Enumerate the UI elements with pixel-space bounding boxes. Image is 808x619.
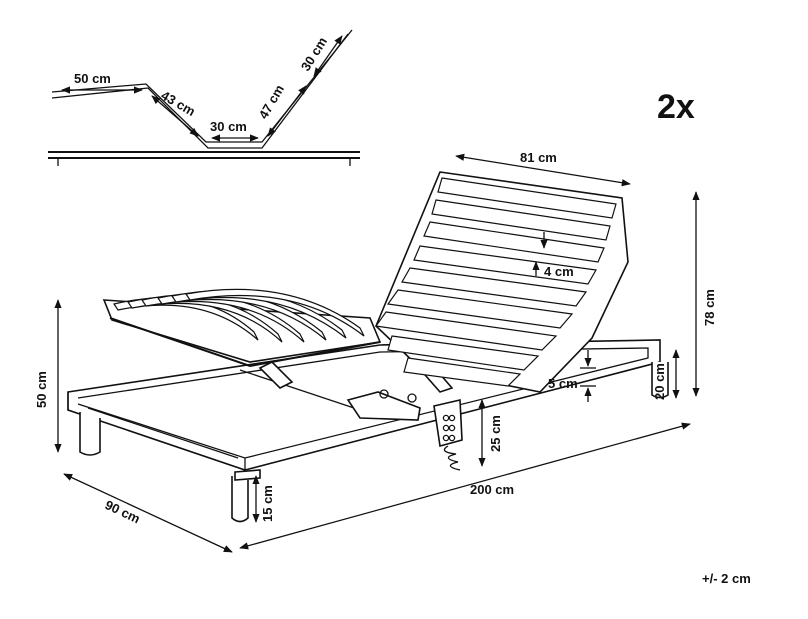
bed-frame: [67, 171, 669, 523]
frame-height-mid-label: 25 cm: [488, 415, 503, 452]
profile-seg-30a-label: 30 cm: [210, 119, 247, 134]
tolerance-label: +/- 2 cm: [702, 571, 751, 586]
head-height-label: 50 cm: [34, 371, 49, 408]
leg-height-label: 15 cm: [260, 485, 275, 522]
length-label: 200 cm: [470, 482, 514, 497]
slat-height-label: 5 cm: [548, 376, 578, 391]
slat-gap-label: 4 cm: [544, 264, 574, 279]
frame-height-right-label: 20 cm: [652, 363, 667, 400]
quantity-label: 2x: [657, 88, 695, 126]
profile-seg-50-label: 50 cm: [74, 71, 111, 86]
backrest-width-label: 81 cm: [520, 150, 557, 165]
dimension-lines: 81 cm 4 cm 5 cm 78 cm 20 cm 25 cm 50 cm …: [34, 150, 717, 553]
profile-seg-47-label: 47 cm: [256, 82, 287, 121]
profile-seg-30b-label: 30 cm: [298, 34, 330, 73]
profile-sketch: 50 cm 43 cm 30 cm 47 cm 30 cm: [48, 29, 360, 166]
total-height-label: 78 cm: [702, 289, 717, 326]
